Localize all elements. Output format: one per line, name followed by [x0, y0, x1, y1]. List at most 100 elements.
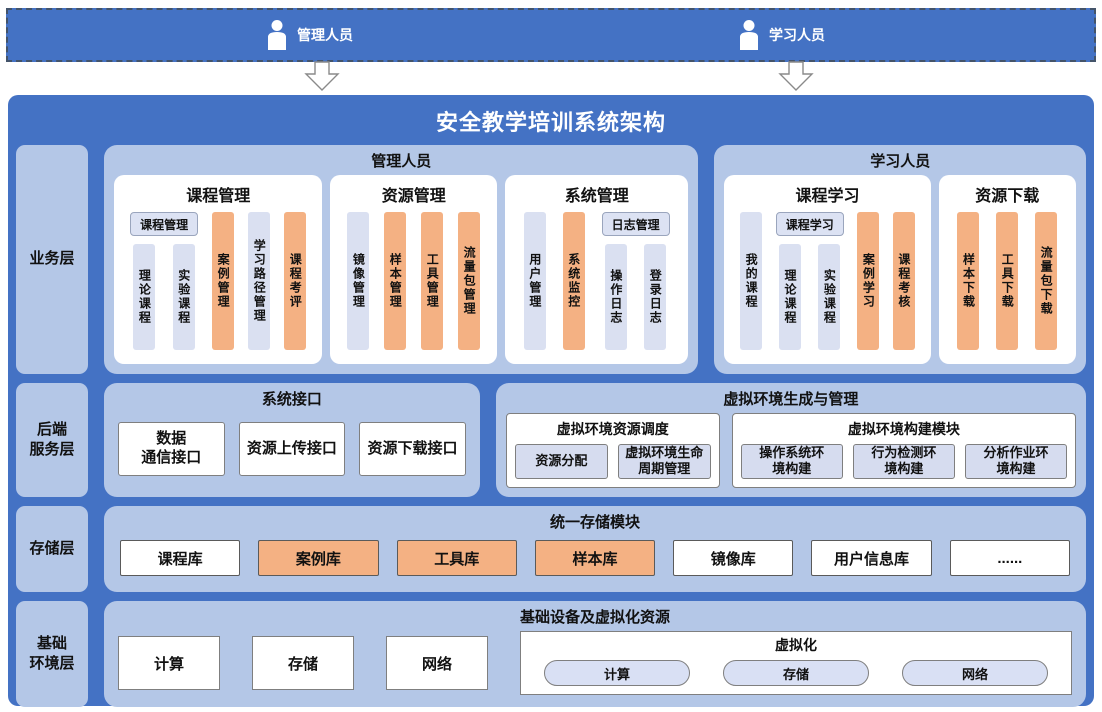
- sample-mgmt-bar: 样本管理: [384, 212, 407, 350]
- learner-panel: 学习人员 课程学习 我的课程 课程学习 理论课程 实验课程: [714, 145, 1086, 374]
- theory-course-bar: 理论课程: [779, 244, 802, 350]
- tool-download-bar: 工具下载: [996, 212, 1019, 350]
- actor-bar: 管理人员 学习人员: [6, 8, 1096, 62]
- image-mgmt-bar: 镜像管理: [347, 212, 370, 350]
- image-db-box: 镜像库: [673, 540, 794, 576]
- course-mgmt-chip-group: 课程管理 理论课程 实验课程: [130, 212, 199, 350]
- resource-upload-interface-box: 资源上传接口: [238, 422, 346, 476]
- course-learn-chip: 课程学习: [775, 212, 844, 236]
- down-arrow-icon: [777, 61, 815, 91]
- network-box: 网络: [386, 636, 488, 690]
- course-learn-chip-group: 课程学习 理论课程 实验课程: [775, 212, 844, 350]
- base-panel: 基础设备及虚拟化资源 计算 存储 网络 虚拟化 计算 存储 网络: [104, 601, 1086, 707]
- page-title: 安全教学培训系统架构: [435, 110, 666, 135]
- admin-panel-body: 课程管理 课程管理 理论课程 实验课程 案例管理 学习路径管理: [104, 175, 698, 374]
- env-scheduling-box: 虚拟环境资源调度 资源分配 虚拟环境生命 周期管理: [505, 413, 720, 488]
- virtual-env-title: 虚拟环境生成与管理: [723, 391, 859, 408]
- chip-bars: 操作日志 登录日志: [602, 244, 670, 350]
- course-mgmt-chip: 课程管理: [130, 212, 199, 236]
- system-interface-body: 数据 通信接口 资源上传接口 资源下载接口: [104, 413, 480, 497]
- env-scheduling-title: 虚拟环境资源调度: [556, 421, 669, 437]
- course-exam-bar: 课程考核: [892, 212, 915, 350]
- learning-path-mgmt-bar: 学习路径管理: [248, 212, 271, 350]
- user-info-db-box: 用户信息库: [811, 540, 932, 576]
- resource-mgmt-box: 资源管理 镜像管理 样本管理 工具管理 流量包管理: [330, 175, 498, 364]
- chip-bars: 理论课程 实验课程: [130, 244, 198, 350]
- storage-layer-label: 存储层: [16, 506, 88, 592]
- env-construction-box: 虚拟环境构建模块 操作系统环 境构建 行为检测环 境构建 分析作业环 境构建: [731, 413, 1076, 488]
- base-panel-title: 基础设备及虚拟化资源: [519, 609, 670, 626]
- virtualization-title: 虚拟化: [775, 637, 817, 653]
- base-layer-label: 基础 环境层: [16, 601, 88, 707]
- os-env-build-box: 操作系统环 境构建: [740, 444, 843, 479]
- backend-layer-row: 后端 服务层 系统接口 数据 通信接口 资源上传接口 资源下载接口 虚拟环境生成…: [16, 383, 1086, 497]
- system-monitor-bar: 系统监控: [562, 212, 585, 350]
- learner-panel-title: 学习人员: [870, 153, 931, 170]
- business-layer-row: 业务层 管理人员 课程管理 课程管理 理论课程 实验课程: [16, 145, 1086, 374]
- course-mgmt-box: 课程管理 课程管理 理论课程 实验课程 案例管理 学习路径管理: [114, 175, 323, 364]
- base-panel-body: 计算 存储 网络 虚拟化 计算 存储 网络: [104, 631, 1086, 707]
- tool-db-box: 工具库: [396, 540, 517, 576]
- env-construction-items: 操作系统环 境构建 行为检测环 境构建 分析作业环 境构建: [740, 444, 1067, 479]
- course-learn-title: 课程学习: [795, 188, 860, 205]
- experiment-course-bar: 实验课程: [172, 244, 195, 350]
- login-log-bar: 登录日志: [644, 244, 667, 350]
- experiment-course-bar: 实验课程: [818, 244, 841, 350]
- case-mgmt-bar: 案例管理: [212, 212, 235, 350]
- case-db-box: 案例库: [258, 540, 379, 576]
- course-db-box: 课程库: [120, 540, 241, 576]
- env-scheduling-items: 资源分配 虚拟环境生命 周期管理: [514, 444, 711, 479]
- learner-panel-body: 课程学习 我的课程 课程学习 理论课程 实验课程 案例学习: [714, 175, 1086, 374]
- storage-box: 存储: [252, 636, 354, 690]
- chip-bars: 理论课程 实验课程: [776, 244, 844, 350]
- traffic-pkg-download-bar: 流量包下载: [1035, 212, 1058, 350]
- virtual-env-body: 虚拟环境资源调度 资源分配 虚拟环境生命 周期管理 虚拟环境构建模块 操作系统环…: [496, 413, 1086, 498]
- user-mgmt-bar: 用户管理: [523, 212, 546, 350]
- resource-download-box: 资源下载 样本下载 工具下载 流量包下载: [938, 175, 1076, 364]
- system-mgmt-box: 系统管理 用户管理 系统监控 日志管理 操作日志 登录日志: [505, 175, 689, 364]
- admin-panel: 管理人员 课程管理 课程管理 理论课程 实验课程: [104, 145, 699, 374]
- env-lifecycle-mgmt-box: 虚拟环境生命 周期管理: [617, 444, 711, 479]
- log-mgmt-chip: 日志管理: [601, 212, 670, 236]
- business-layer-label: 业务层: [16, 145, 88, 374]
- course-learn-box: 课程学习 我的课程 课程学习 理论课程 实验课程 案例学习: [724, 175, 931, 364]
- actor-admin-label: 管理人员: [297, 27, 353, 43]
- resource-mgmt-title: 资源管理: [381, 188, 446, 205]
- virtualization-box: 虚拟化 计算 存储 网络: [520, 631, 1072, 695]
- behavior-detect-env-build-box: 行为检测环 境构建: [852, 444, 955, 479]
- virtual-storage-pill: 存储: [723, 660, 869, 686]
- virtual-env-panel: 虚拟环境生成与管理 虚拟环境资源调度 资源分配 虚拟环境生命 周期管理 虚拟环境…: [495, 383, 1086, 498]
- course-mgmt-title: 课程管理: [186, 188, 251, 205]
- actor-learner: 学习人员: [738, 10, 825, 60]
- analysis-job-env-build-box: 分析作业环 境构建: [964, 444, 1067, 479]
- compute-box: 计算: [118, 636, 220, 690]
- log-mgmt-chip-group: 日志管理 操作日志 登录日志: [601, 212, 670, 350]
- storage-panel-title: 统一存储模块: [549, 514, 640, 531]
- system-interface-title: 系统接口: [261, 391, 322, 408]
- case-study-bar: 案例学习: [857, 212, 880, 350]
- data-comm-interface-box: 数据 通信接口: [118, 422, 225, 476]
- admin-panel-title: 管理人员: [371, 153, 432, 170]
- operation-log-bar: 操作日志: [604, 244, 627, 350]
- virtual-compute-pill: 计算: [544, 660, 690, 686]
- course-mgmt-bars: 课程管理 理论课程 实验课程 案例管理 学习路径管理 课程考评: [114, 210, 322, 364]
- course-learn-bars: 我的课程 课程学习 理论课程 实验课程 案例学习 课程考核: [724, 210, 930, 364]
- theory-course-bar: 理论课程: [133, 244, 156, 350]
- person-icon: [266, 20, 288, 50]
- resource-download-title: 资源下载: [975, 188, 1040, 205]
- storage-layer-row: 存储层 统一存储模块 课程库 案例库 工具库 样本库 镜像库 用户信息库 ...…: [16, 506, 1086, 592]
- actor-admin: 管理人员: [266, 10, 353, 60]
- backend-layer-label: 后端 服务层: [16, 383, 88, 497]
- virtualization-pills: 计算 存储 网络: [531, 660, 1061, 686]
- resource-allocation-box: 资源分配: [514, 444, 608, 479]
- tool-mgmt-bar: 工具管理: [421, 212, 444, 350]
- person-icon: [738, 20, 760, 50]
- actor-learner-label: 学习人员: [769, 27, 825, 43]
- env-construction-title: 虚拟环境构建模块: [847, 421, 960, 437]
- traffic-pkg-mgmt-bar: 流量包管理: [458, 212, 481, 350]
- system-interface-panel: 系统接口 数据 通信接口 资源上传接口 资源下载接口: [104, 383, 480, 497]
- resource-download-bars: 样本下载 工具下载 流量包下载: [939, 210, 1076, 364]
- sample-db-box: 样本库: [534, 540, 656, 576]
- architecture-frame: 安全教学培训系统架构 业务层 管理人员 课程管理 课程管理 理论课程: [8, 95, 1094, 707]
- resource-mgmt-bars: 镜像管理 样本管理 工具管理 流量包管理: [330, 210, 497, 364]
